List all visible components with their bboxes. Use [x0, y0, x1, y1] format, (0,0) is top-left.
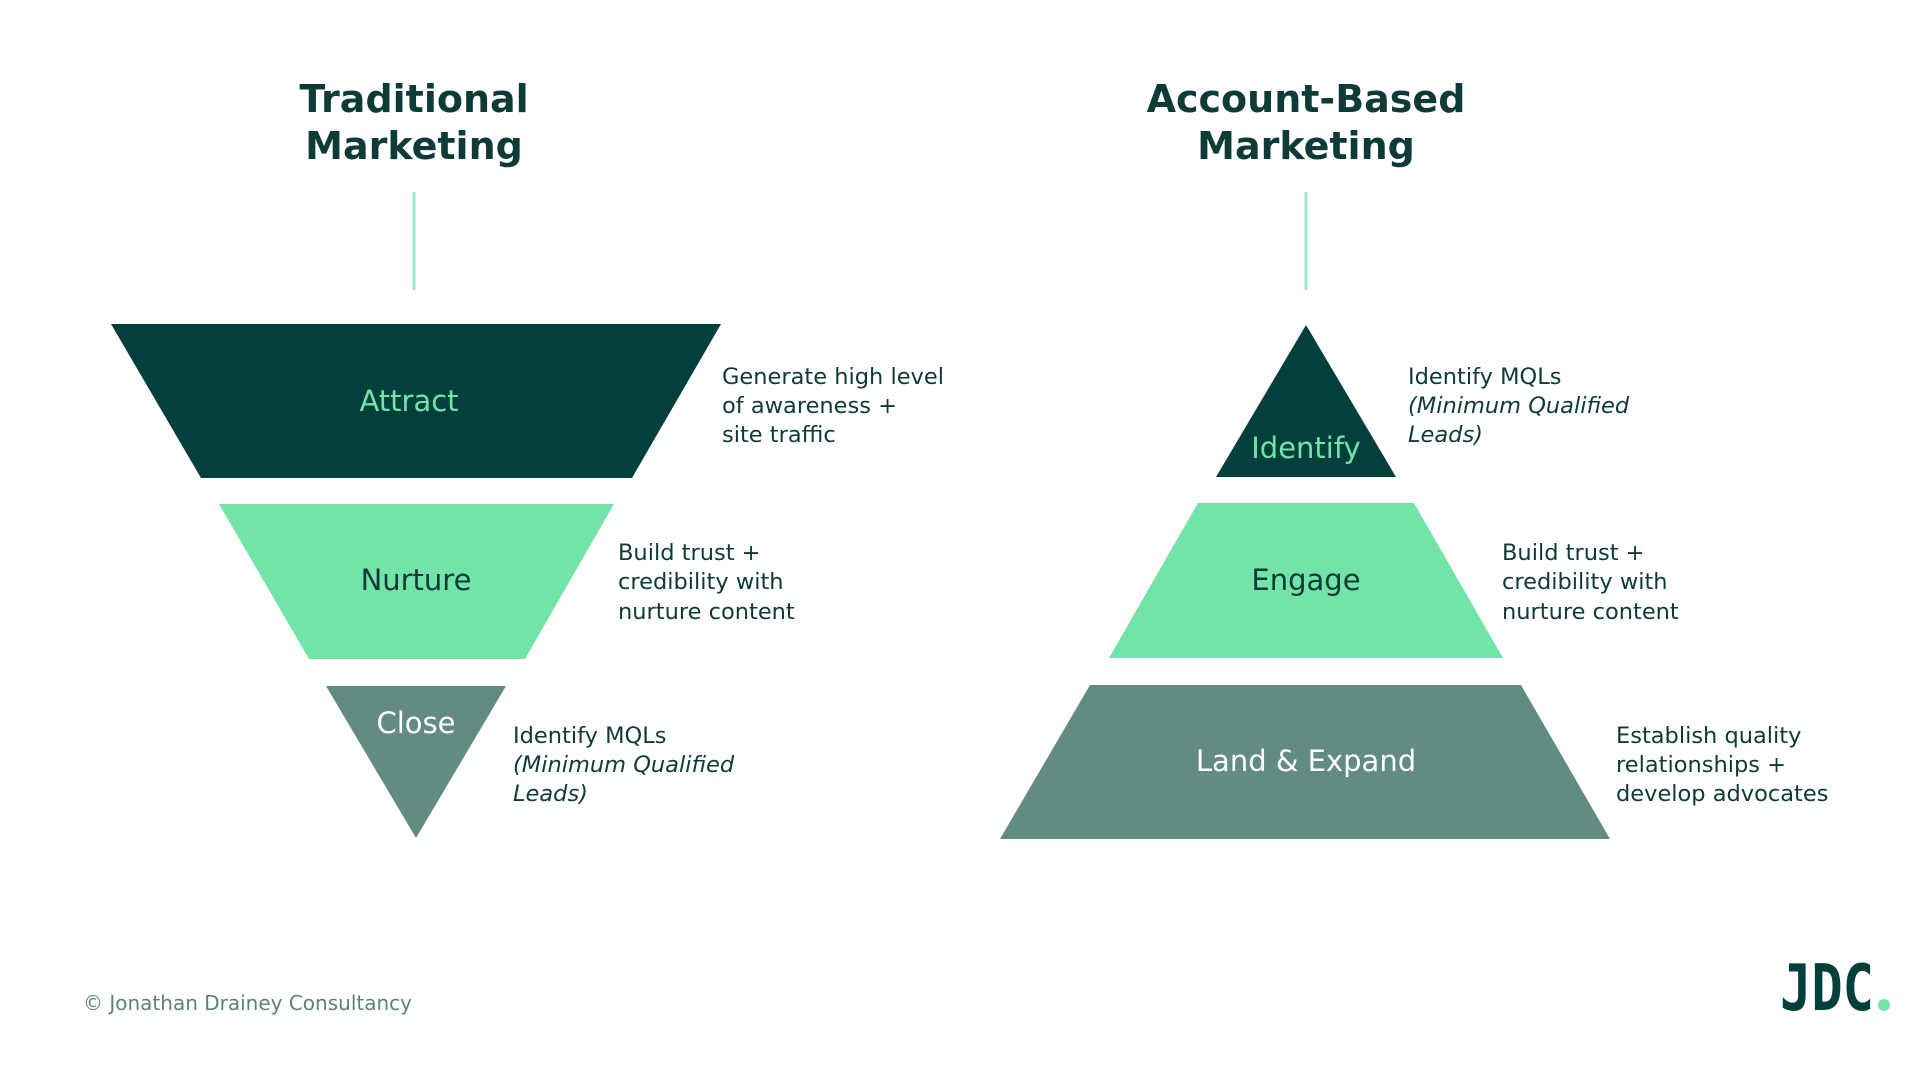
pyramid-stage-identify-description: Identify MQLs (Minimum Qualified Leads): [1408, 364, 1636, 448]
pyramid-stage-engage-label: Engage: [1251, 563, 1360, 597]
funnel-stage-nurture-description: Build trust + credibility with nurture c…: [618, 540, 795, 625]
funnel-stage-attract: [111, 324, 721, 478]
engage-desc-line2: credibility with: [1502, 569, 1668, 595]
funnel-stage-nurture: [219, 504, 614, 659]
pyramid-stage-land-and-expand-description: Establish quality relationships + develo…: [1616, 723, 1828, 807]
close-desc-line3: Leads): [513, 781, 588, 807]
identify-desc-line3: Leads): [1408, 422, 1483, 448]
pyramid-stage-land-and-expand-label: Land & Expand: [1196, 744, 1416, 778]
land-expand-desc-line1: Establish quality: [1616, 723, 1801, 749]
funnel-stage-attract-description: Generate high level of awareness + site …: [722, 364, 951, 448]
land-expand-desc-line3: develop advocates: [1616, 781, 1828, 807]
identify-desc-line1: Identify MQLs: [1408, 364, 1561, 390]
funnel-stage-nurture-label: Nurture: [361, 563, 472, 597]
funnel-stage-attract-label: Attract: [359, 384, 458, 418]
engage-desc-line3: nurture content: [1502, 599, 1679, 625]
jdc-logo-text: JDC: [1780, 952, 1874, 1026]
abm-title-line1: Account-Based: [1147, 77, 1466, 121]
pyramid-stage-land-and-expand: [1000, 685, 1610, 839]
traditional-marketing-section: Traditional Marketing Attract Generate h…: [111, 77, 951, 838]
nurture-desc-line3: nurture content: [618, 599, 795, 625]
pyramid-stage-engage: [1109, 503, 1503, 658]
funnel-stage-close-label: Close: [377, 706, 456, 740]
nurture-desc-line2: credibility with: [618, 569, 784, 595]
nurture-desc-line1: Build trust +: [618, 540, 761, 566]
pyramid-stage-identify-label: Identify: [1251, 431, 1360, 465]
pyramid-stage-engage-description: Build trust + credibility with nurture c…: [1502, 540, 1679, 625]
identify-desc-line2: (Minimum Qualified: [1408, 393, 1630, 419]
attract-desc-line3: site traffic: [722, 422, 836, 448]
attract-desc-line2: of awareness +: [722, 393, 897, 419]
traditional-title-line2: Marketing: [305, 124, 523, 168]
traditional-title-line1: Traditional: [299, 77, 528, 121]
jdc-logo-dot: [1878, 999, 1890, 1011]
funnel-stage-close: [326, 686, 506, 838]
copyright-notice: © Jonathan Drainey Consultancy: [83, 991, 412, 1015]
jdc-logo: JDC: [1780, 952, 1890, 1026]
close-desc-line1: Identify MQLs: [513, 723, 666, 749]
abm-title-line2: Marketing: [1197, 124, 1415, 168]
attract-desc-line1: Generate high level: [722, 364, 944, 390]
account-based-marketing-section: Account-Based Marketing Identify Identif…: [1000, 77, 1828, 839]
funnel-stage-close-description: Identify MQLs (Minimum Qualified Leads): [513, 723, 741, 807]
close-desc-line2: (Minimum Qualified: [513, 752, 735, 778]
engage-desc-line1: Build trust +: [1502, 540, 1645, 566]
land-expand-desc-line2: relationships +: [1616, 752, 1786, 778]
pyramid-stage-identify: [1216, 325, 1396, 477]
